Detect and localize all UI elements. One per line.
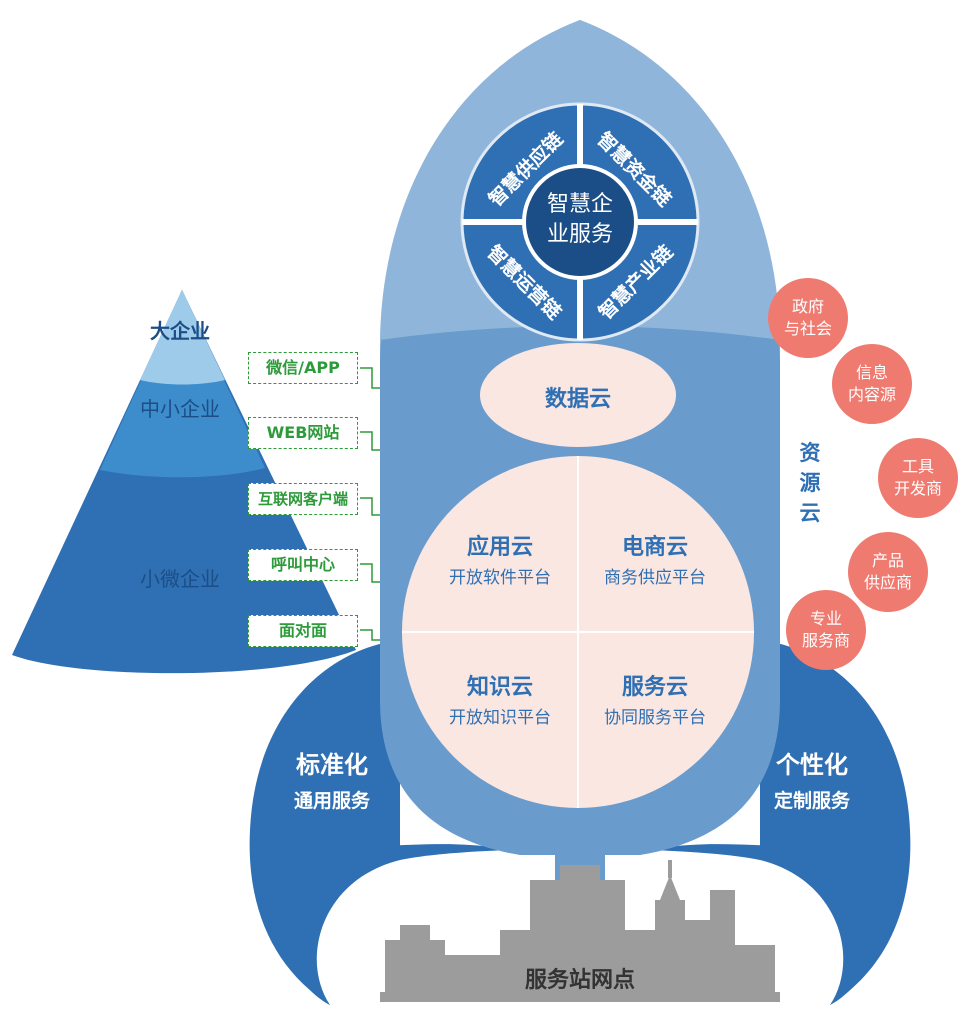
resource-cloud-char2: 源 <box>799 471 821 495</box>
cloud-service-subtitle: 协同服务平台 <box>604 708 706 728</box>
bubble-content <box>832 344 912 424</box>
bubble-service <box>786 590 866 670</box>
base-label: 服务站网点 <box>524 968 635 993</box>
left-fin-label: 标准化 通用服务 <box>272 745 392 817</box>
left-fin-line1: 标准化 <box>296 751 368 779</box>
channel-web: WEB网站 <box>248 417 358 449</box>
bubble-government-line1: 政府 <box>791 297 824 316</box>
resource-cloud-char3: 云 <box>799 501 821 525</box>
cloud-service-title: 服务云 <box>621 675 688 700</box>
cloud-service: 服务云 协同服务平台 <box>580 672 730 732</box>
bubble-government-label: 政府 与社会 <box>768 296 848 340</box>
channel-wechat-app: 微信/APP <box>248 352 358 384</box>
cloud-ecommerce-subtitle: 商务供应平台 <box>604 568 706 588</box>
right-fin-label: 个性化 定制服务 <box>752 745 872 817</box>
bubble-content-label: 信息 内容源 <box>832 362 912 406</box>
bubble-government-line2: 与社会 <box>783 319 832 338</box>
cloud-knowledge: 知识云 开放知识平台 <box>425 672 575 732</box>
right-fin-line1: 个性化 <box>776 751 848 779</box>
left-fin-line2: 通用服务 <box>293 790 370 812</box>
pyramid-top <box>140 290 225 385</box>
pyramid-level-sme: 中小企业 <box>140 397 220 421</box>
bubble-service-line1: 专业 <box>809 609 842 628</box>
core-center-line1: 智慧企 <box>546 192 613 217</box>
cloud-app-title: 应用云 <box>466 535 533 560</box>
pyramid-level-large: 大企业 <box>150 319 210 343</box>
bubble-product-label: 产品 供应商 <box>848 550 928 594</box>
bubble-content-line2: 内容源 <box>847 385 896 404</box>
bubble-product-line2: 供应商 <box>863 573 912 592</box>
cloud-knowledge-subtitle: 开放知识平台 <box>449 708 551 728</box>
pyramid-level-micro: 小微企业 <box>140 567 220 591</box>
bubble-tools-line2: 开发商 <box>893 479 942 498</box>
channel-connectors <box>360 367 380 641</box>
bubble-product-line1: 产品 <box>871 551 904 570</box>
bubble-government <box>768 278 848 358</box>
data-cloud-label: 数据云 <box>544 387 611 412</box>
data-cloud-shape <box>480 343 676 447</box>
core-center-line2: 业服务 <box>546 222 613 247</box>
channel-callcenter: 呼叫中心 <box>248 549 358 581</box>
right-fin-line2: 定制服务 <box>773 790 850 812</box>
bubble-product <box>848 532 928 612</box>
bubble-tools <box>878 438 958 518</box>
channel-client: 互联网客户端 <box>248 483 358 515</box>
core-inner <box>522 164 638 280</box>
cloud-app: 应用云 开放软件平台 <box>425 532 575 592</box>
cloud-app-subtitle: 开放软件平台 <box>449 568 551 588</box>
channel-face-to-face: 面对面 <box>248 615 358 647</box>
cloud-knowledge-title: 知识云 <box>466 675 533 700</box>
cloud-ecommerce: 电商云 商务供应平台 <box>580 532 730 592</box>
core-center-label: 智慧企 业服务 <box>530 190 630 250</box>
bubble-service-line2: 服务商 <box>801 631 850 650</box>
bubble-service-label: 专业 服务商 <box>786 608 866 652</box>
cloud-ecommerce-title: 电商云 <box>621 535 688 560</box>
resource-cloud-label: 资 源 云 <box>795 438 825 528</box>
bubble-tools-label: 工具 开发商 <box>878 456 958 500</box>
resource-cloud-char1: 资 <box>799 441 821 465</box>
bubble-tools-line1: 工具 <box>901 457 934 476</box>
city-skyline <box>380 860 780 1002</box>
bubble-content-line1: 信息 <box>855 363 888 382</box>
